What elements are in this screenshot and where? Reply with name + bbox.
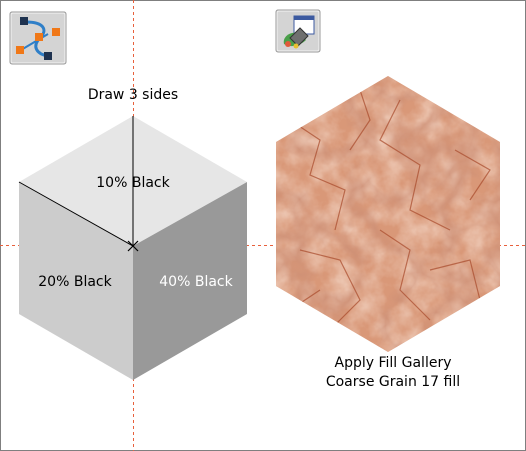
center-cross-marker	[127, 240, 139, 252]
right-face-label: 40% Black	[159, 274, 233, 290]
cube-left-face	[19, 182, 133, 380]
shape-editor-icon	[16, 17, 60, 60]
draw-title-label: Draw 3 sides	[88, 87, 178, 103]
fill-instruction-line1: Apply Fill Gallery	[335, 355, 452, 371]
fill-instruction-line2: Coarse Grain 17 fill	[326, 374, 460, 390]
button-bevel	[10, 12, 66, 64]
fill-gallery-button[interactable]	[275, 9, 321, 53]
button-bevel	[276, 10, 320, 52]
cube-right-face	[133, 182, 247, 380]
top-face-label: 10% Black	[96, 175, 170, 191]
textured-hexagon	[276, 76, 500, 352]
fill-gallery-icon	[283, 15, 315, 49]
left-face-label: 20% Black	[38, 274, 112, 290]
shape-editor-button[interactable]	[9, 11, 67, 65]
